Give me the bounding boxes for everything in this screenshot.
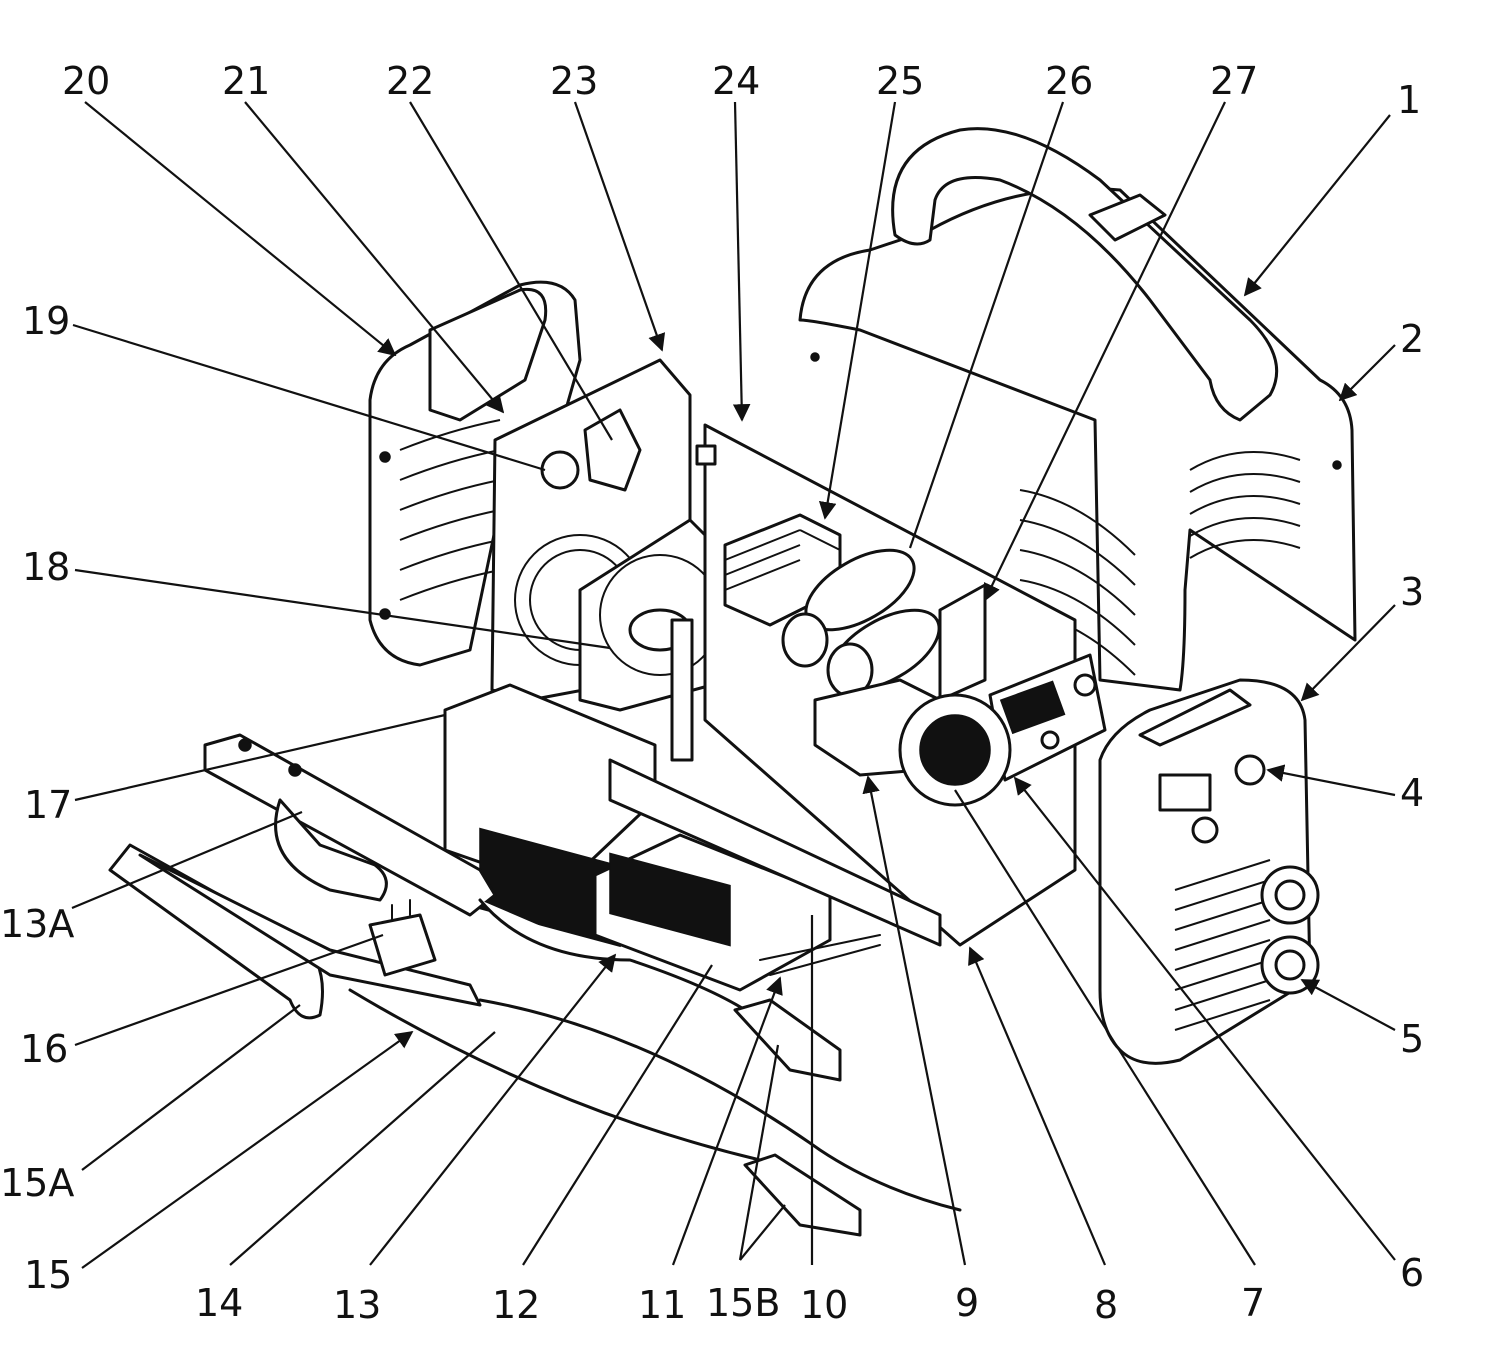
- part-label-5: 5: [1400, 1017, 1424, 1061]
- part-label-9: 9: [955, 1281, 979, 1325]
- display-board: [988, 653, 1107, 782]
- dinse-connectors: [733, 998, 862, 1237]
- part-label-15: 15: [24, 1253, 72, 1297]
- part-label-4: 4: [1400, 771, 1424, 815]
- output-cable-clips: [759, 934, 881, 976]
- part-label-25: 25: [876, 59, 924, 103]
- part-label-1: 1: [1397, 78, 1421, 122]
- mains-plug: [368, 899, 437, 977]
- part-label-15A: 15A: [0, 1161, 74, 1205]
- part-label-26: 26: [1045, 59, 1093, 103]
- carry-handle: [891, 127, 1279, 422]
- part-label-17: 17: [24, 783, 72, 827]
- part-label-14: 14: [195, 1281, 243, 1325]
- part-label-18: 18: [22, 545, 70, 589]
- part-label-6: 6: [1400, 1251, 1424, 1295]
- part-label-13: 13: [333, 1283, 381, 1327]
- heatsink-right: [593, 833, 832, 992]
- cables: [348, 898, 962, 1212]
- part-label-15B: 15B: [706, 1281, 780, 1325]
- part-label-11: 11: [638, 1283, 686, 1327]
- part-label-24: 24: [712, 59, 760, 103]
- part-label-12: 12: [492, 1283, 540, 1327]
- rear-panel: [368, 280, 582, 667]
- front-panel: [1098, 678, 1320, 1065]
- part-label-3: 3: [1400, 570, 1424, 614]
- part-label-22: 22: [386, 59, 434, 103]
- part-label-16: 16: [20, 1027, 68, 1071]
- part-label-27: 27: [1210, 59, 1258, 103]
- inductor-coil: [898, 693, 1012, 807]
- part-label-20: 20: [62, 59, 110, 103]
- base-rail: [608, 758, 942, 947]
- part-label-8: 8: [1094, 1283, 1118, 1327]
- part-label-10: 10: [800, 1283, 848, 1327]
- part-label-7: 7: [1241, 1281, 1265, 1325]
- part-label-23: 23: [550, 59, 598, 103]
- cooling-fan: [578, 518, 732, 762]
- part-label-21: 21: [222, 59, 270, 103]
- part-label-13A: 13A: [0, 902, 74, 946]
- part-label-2: 2: [1400, 317, 1424, 361]
- part-label-19: 19: [22, 299, 70, 343]
- capacitors: [781, 548, 941, 698]
